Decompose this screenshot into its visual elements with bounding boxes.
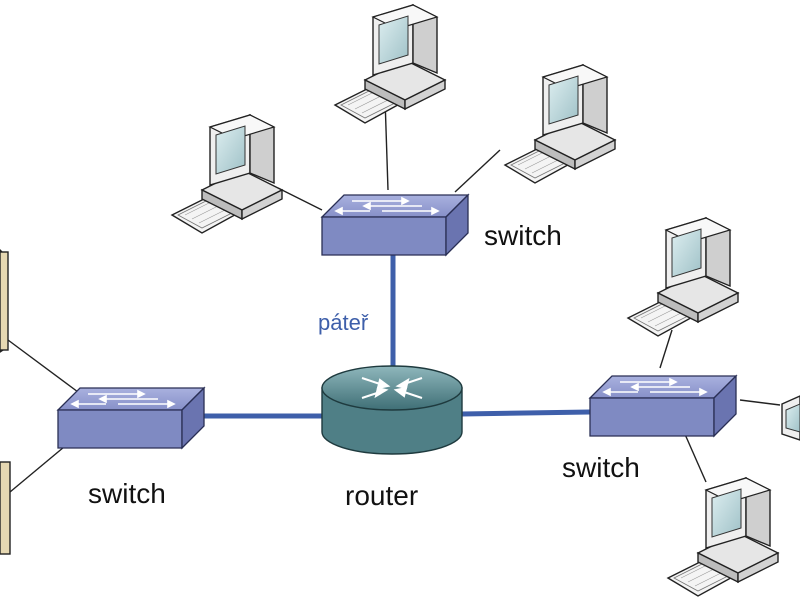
computer-icon-right-bottom <box>667 477 779 597</box>
computer-icon-upper-left <box>171 114 283 234</box>
label-switch-top: switch <box>484 220 562 251</box>
computer-icon-top <box>334 4 446 124</box>
label-switch-left: switch <box>88 478 166 509</box>
computer-icon-right-top <box>627 217 739 337</box>
cable-left-switch-server-bottom <box>9 441 71 493</box>
label-backbone: páteř <box>318 310 369 335</box>
cable-right-switch-pc-right <box>739 399 781 406</box>
link-router-right-switch <box>461 409 591 417</box>
cable-top-switch-pc-top <box>384 97 389 191</box>
computer-icon-upper-right <box>504 64 616 184</box>
router-icon <box>321 365 463 455</box>
backbone-links <box>196 255 591 419</box>
switch-icon-left <box>57 387 205 449</box>
server-tower-icon-bottom <box>0 461 11 555</box>
computer-icon-right-edge <box>781 395 800 441</box>
switch-icon-top <box>321 194 469 256</box>
label-router: router <box>345 480 418 511</box>
label-switch-right: switch <box>562 452 640 483</box>
cable-right-switch-pc-bottom <box>683 431 707 483</box>
cable-left-switch-server-top <box>7 339 79 393</box>
switch-icon-right <box>589 375 737 437</box>
cables <box>7 97 781 493</box>
server-tower-icon-top <box>0 249 9 353</box>
cable-top-switch-pc-left <box>277 187 323 211</box>
cable-right-switch-pc-top <box>659 329 673 369</box>
cable-top-switch-pc-right <box>454 149 501 193</box>
